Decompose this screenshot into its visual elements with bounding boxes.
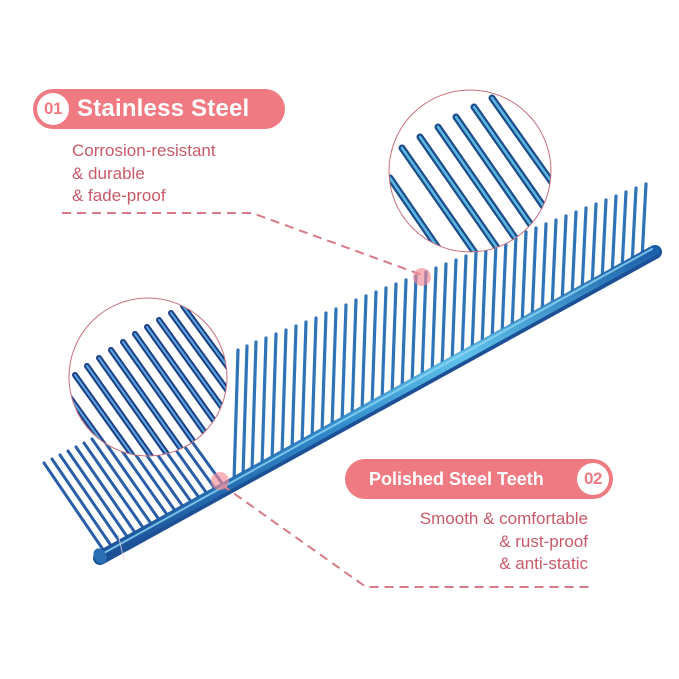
feature-02-title-pill: Polished Steel Teeth 02 [345, 459, 613, 499]
feature-01-line-3: & fade-proof [72, 186, 166, 205]
magnify-circle-teeth-wide [388, 89, 552, 253]
feature-02-line-1: Smooth & comfortable [419, 509, 588, 528]
feature-01-number-badge: 01 [37, 93, 69, 125]
leader-dot-02 [211, 472, 229, 490]
magnify-circle-teeth-fine [68, 297, 228, 457]
leader-dot-01 [413, 268, 431, 286]
feature-02-title: Polished Steel Teeth [369, 468, 544, 489]
leader-line-01 [62, 212, 423, 276]
feature-01-title-pill: 01 Stainless Steel [33, 89, 285, 129]
feature-02-number-badge: 02 [577, 463, 609, 495]
feature-02-line-2: & rust-proof [499, 531, 588, 551]
comb-spine [93, 245, 662, 565]
feature-01-line-2: & durable [72, 163, 145, 183]
feature-01-title: Stainless Steel [77, 95, 250, 122]
feature-02-line-3: & anti-static [499, 554, 588, 573]
feature-01-description: Corrosion-resistant & durable & fade-pro… [72, 140, 216, 208]
feature-02-description: Smooth & comfortable & rust-proof & anti… [369, 508, 588, 576]
feature-01-line-1: Corrosion-resistant [72, 141, 216, 160]
